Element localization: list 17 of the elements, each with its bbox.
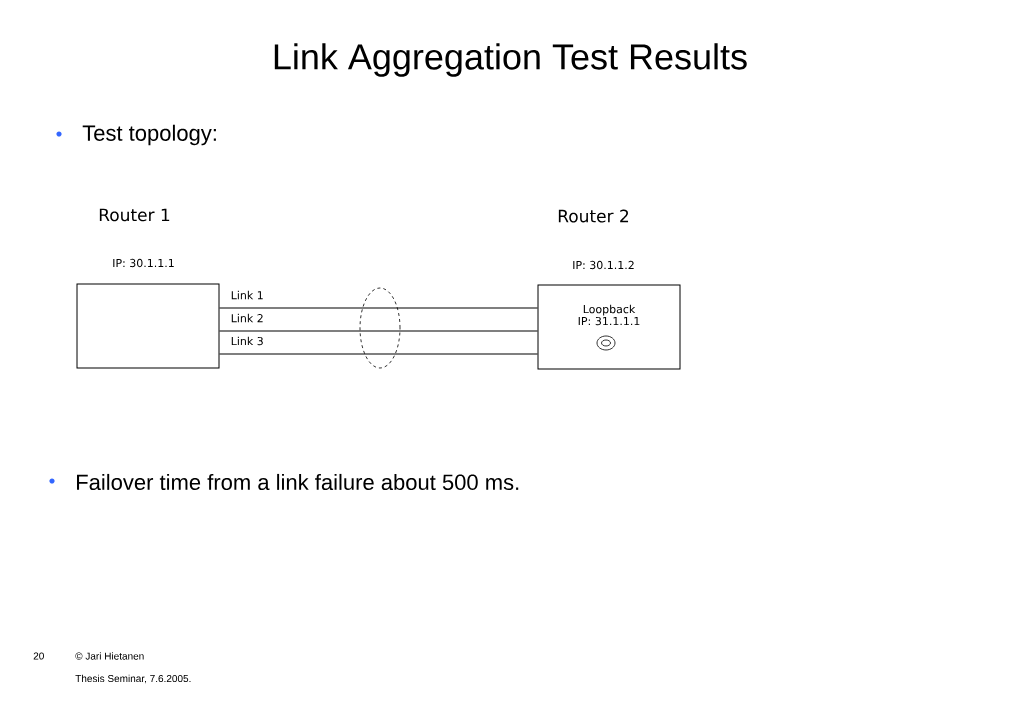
edge-label: Link 1 (231, 290, 263, 300)
router-heading: Router 2 (558, 209, 629, 223)
page-number: 20 (33, 652, 44, 660)
bullet-text: Failover time from a link failure about 500 ms. (77, 473, 519, 491)
edge-label: Link 3 (231, 336, 263, 346)
footer-text: © Jari Hietanen (75, 652, 144, 660)
link-line (219, 353, 538, 355)
edge-label: Link 2 (231, 313, 263, 323)
router-heading: Router 1 (99, 208, 170, 222)
link-line (219, 330, 538, 332)
footer-text: Thesis Seminar, 7.6.2005. (75, 674, 191, 684)
ip-label: IP: 30.1.1.1 (113, 258, 174, 268)
slide-title: Link Aggregation Test Results (274, 43, 747, 77)
ip-label: IP: 30.1.1.2 (573, 260, 634, 270)
bullet-text: Test topology: (82, 124, 216, 146)
link-line (219, 307, 538, 309)
loopback-label: Loopback IP: 31.1.1.1 (578, 304, 640, 326)
